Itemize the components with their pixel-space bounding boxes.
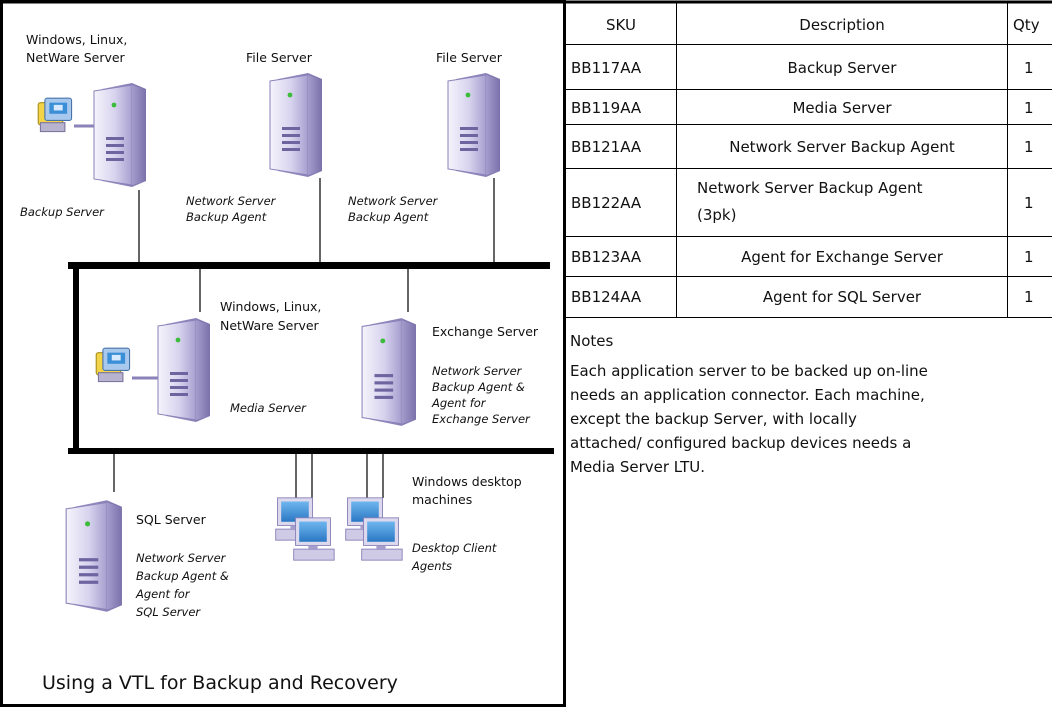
server-tower-icon <box>65 499 123 613</box>
file-server-2-label-line2: Backup Agent <box>348 210 429 224</box>
server-tower-icon <box>361 317 417 427</box>
backup-server-node: Windows, Linux, NetWare Server Backup Se… <box>20 32 147 219</box>
media-server-role-line1: Windows, Linux, <box>220 299 321 314</box>
upper-network-bus <box>68 262 550 269</box>
file-server-1-role: File Server <box>246 50 313 65</box>
file-server-1-label-line2: Backup Agent <box>186 210 267 224</box>
server-tower-icon <box>157 317 211 423</box>
desktops-role-line2: machines <box>412 492 472 507</box>
notes-line: Each application server to be backed up … <box>570 362 928 380</box>
row-description: Media Server <box>792 99 892 117</box>
exchange-server-label-line3: Agent for <box>431 396 487 410</box>
row-sku: BB121AA <box>571 138 642 156</box>
file-server-2-node: File Server Network Server Backup Agent <box>348 50 503 224</box>
file-server-1-node: File Server Network Server Backup Agent <box>186 50 323 224</box>
row-qty: 1 <box>1024 138 1034 156</box>
table-row: BB123AA Agent for Exchange Server 1 <box>571 248 1034 266</box>
row-sku: BB119AA <box>571 99 642 117</box>
backup-server-role-line1: Windows, Linux, <box>26 32 127 47</box>
file-server-2-role: File Server <box>436 50 503 65</box>
row-sku: BB124AA <box>571 288 642 306</box>
row-qty: 1 <box>1024 248 1034 266</box>
exchange-server-label-line1: Network Server <box>432 364 523 378</box>
server-tower-icon <box>269 72 323 178</box>
table-row: BB122AA Network Server Backup Agent (3pk… <box>571 179 1034 224</box>
header-sku: SKU <box>606 16 636 34</box>
exchange-server-label-line2: Backup Agent & <box>432 380 525 394</box>
desktop-clients-node: Windows desktop machines Desktop Client … <box>275 474 522 573</box>
sql-server-label-line1: Network Server <box>136 551 227 565</box>
server-tower-icon <box>93 82 147 188</box>
table-row: BB117AA Backup Server 1 <box>571 59 1034 77</box>
exchange-server-label-line4: Exchange Server <box>432 412 531 426</box>
row-sku: BB122AA <box>571 194 642 212</box>
row-description: Backup Server <box>788 59 898 77</box>
table-row: BB119AA Media Server 1 <box>571 99 1034 117</box>
notes-line: Media Server LTU. <box>570 458 705 476</box>
file-server-2-label-line1: Network Server <box>348 194 439 208</box>
row-description: Agent for Exchange Server <box>741 248 944 266</box>
sql-server-node: SQL Server Network Server Backup Agent &… <box>65 499 229 619</box>
notes-line: except the backup Server, with locally <box>570 410 857 428</box>
file-server-1-label-line1: Network Server <box>186 194 277 208</box>
notes-section: Notes Each application server to be back… <box>570 332 928 476</box>
notes-line: needs an application connector. Each mac… <box>570 386 925 404</box>
header-qty: Qty <box>1013 16 1040 34</box>
sku-table-header: SKU Description Qty <box>606 16 1040 34</box>
backup-server-label: Backup Server <box>20 205 105 219</box>
media-server-role-line2: NetWare Server <box>220 318 320 333</box>
sql-server-label-line4: SQL Server <box>136 605 201 619</box>
table-row: BB124AA Agent for SQL Server 1 <box>571 288 1034 306</box>
tape-device-icon <box>37 97 73 133</box>
row-qty: 1 <box>1024 99 1034 117</box>
desktops-label-line1: Desktop Client <box>412 541 497 555</box>
header-description: Description <box>799 16 884 34</box>
row-qty: 1 <box>1024 194 1034 212</box>
notes-line: attached/ configured backup devices need… <box>570 434 911 452</box>
exchange-server-role: Exchange Server <box>432 324 539 339</box>
row-description: Network Server Backup Agent <box>729 138 955 156</box>
lower-network-bus <box>68 448 554 454</box>
sql-server-role: SQL Server <box>136 512 207 527</box>
row-description-line2: (3pk) <box>697 206 736 224</box>
desktops-role-line1: Windows desktop <box>412 474 522 489</box>
media-server-node: Windows, Linux, NetWare Server Media Ser… <box>95 299 321 423</box>
middle-vertical-bus <box>73 262 79 454</box>
media-server-label: Media Server <box>230 401 307 415</box>
row-description: Agent for SQL Server <box>763 288 922 306</box>
notes-title: Notes <box>570 332 614 350</box>
desktop-pc-icon <box>361 517 403 561</box>
exchange-server-node: Exchange Server Network Server Backup Ag… <box>361 317 539 427</box>
row-qty: 1 <box>1024 59 1034 77</box>
tape-device-icon <box>95 347 131 383</box>
sku-table <box>565 2 1052 318</box>
row-qty: 1 <box>1024 288 1034 306</box>
sql-server-label-line2: Backup Agent & <box>136 569 229 583</box>
backup-server-role-line2: NetWare Server <box>26 50 126 65</box>
table-row: BB121AA Network Server Backup Agent 1 <box>571 138 1034 156</box>
row-description-line1: Network Server Backup Agent <box>697 179 923 197</box>
row-sku: BB123AA <box>571 248 642 266</box>
desktops-label-line2: Agents <box>411 559 452 573</box>
diagram-caption: Using a VTL for Backup and Recovery <box>42 672 398 694</box>
desktop-pc-icon <box>293 517 335 561</box>
server-tower-icon <box>447 72 501 178</box>
sql-server-label-line3: Agent for <box>135 587 191 601</box>
row-sku: BB117AA <box>571 59 642 77</box>
